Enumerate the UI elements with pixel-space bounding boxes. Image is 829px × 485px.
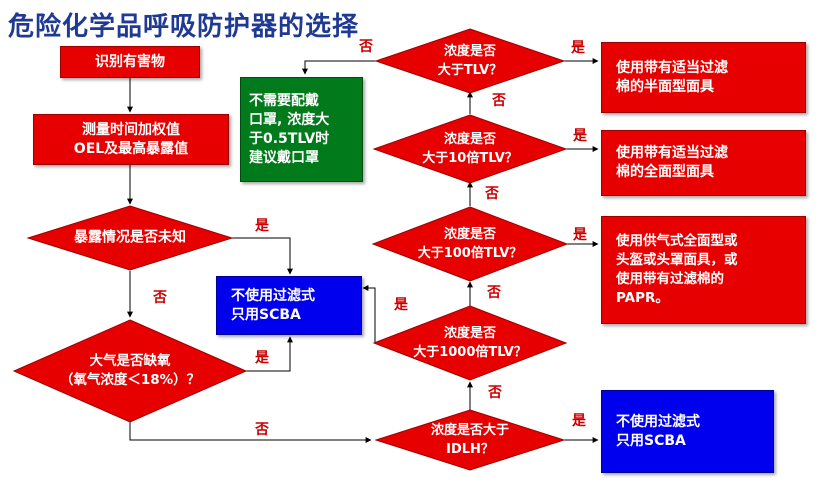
- label-yes-10tlv: 是: [573, 128, 587, 144]
- decision-oxygen-diamond: [12, 319, 248, 423]
- label-yes-unknown: 是: [255, 218, 269, 234]
- decision-tlv-text: 浓度是否 大于TLV？: [437, 44, 503, 78]
- decision-100tlv-text: 浓度是否 大于100倍TLV？: [417, 227, 523, 261]
- label-no-oxygen: 否: [255, 422, 269, 438]
- decision-unknown-diamond: [26, 205, 234, 271]
- decision-oxygen-text: 大气是否缺氧 （氧气浓度＜18%）？: [59, 353, 201, 388]
- label-yes-tlv: 是: [571, 40, 585, 56]
- label-yes-1000tlv: 是: [394, 297, 408, 313]
- decision-100tlv-diamond: [371, 206, 569, 282]
- supplied-air-respirator-box: 使用供气式全面型或 头盔或头罩面具，或 使用带有过滤棉的 PAPR。: [601, 216, 806, 324]
- label-no-tlv: 否: [359, 39, 373, 55]
- label-yes-100tlv: 是: [573, 227, 587, 243]
- decision-tlv-diamond: [374, 28, 566, 94]
- label-yes-idlh: 是: [572, 413, 586, 429]
- scba-only-box-bottom: 不使用过滤式 只用SCBA: [601, 390, 774, 473]
- label-no-10tlv: 否: [492, 93, 506, 109]
- label-yes-oxygen: 是: [255, 350, 269, 366]
- label-no-100tlv: 否: [485, 186, 499, 202]
- scba-only-box-middle: 不使用过滤式 只用SCBA: [216, 276, 362, 335]
- identify-hazard-box: 识别有害物: [60, 46, 200, 78]
- label-no-idlh: 否: [488, 385, 502, 401]
- decision-10tlv-text: 浓度是否 大于10倍TLV？: [422, 132, 518, 166]
- page-title: 危险化学品呼吸防护器的选择: [8, 12, 360, 42]
- label-no-unknown: 否: [153, 290, 167, 306]
- label-no-1000tlv: 否: [487, 285, 501, 301]
- full-face-mask-box: 使用带有适当过滤 棉的全面型面具: [601, 130, 806, 196]
- measure-exposure-box: 测量时间加权值 OEL及最高暴露值: [33, 114, 229, 165]
- decision-1000tlv-text: 浓度是否 大于1000倍TLV？: [413, 326, 527, 360]
- decision-unknown-text: 暴露情况是否未知: [74, 229, 186, 246]
- decision-10tlv-diamond: [372, 114, 568, 184]
- decision-idlh-diamond: [374, 409, 566, 471]
- decision-1000tlv-diamond: [372, 305, 568, 381]
- no-mask-needed-box: 不需要配戴 口罩, 浓度大 于0.5TLV时 建议戴口罩: [240, 77, 363, 182]
- half-face-mask-box: 使用带有适当过滤 棉的半面型面具: [601, 42, 806, 113]
- decision-idlh-text: 浓度是否大于 IDLH？: [430, 423, 510, 457]
